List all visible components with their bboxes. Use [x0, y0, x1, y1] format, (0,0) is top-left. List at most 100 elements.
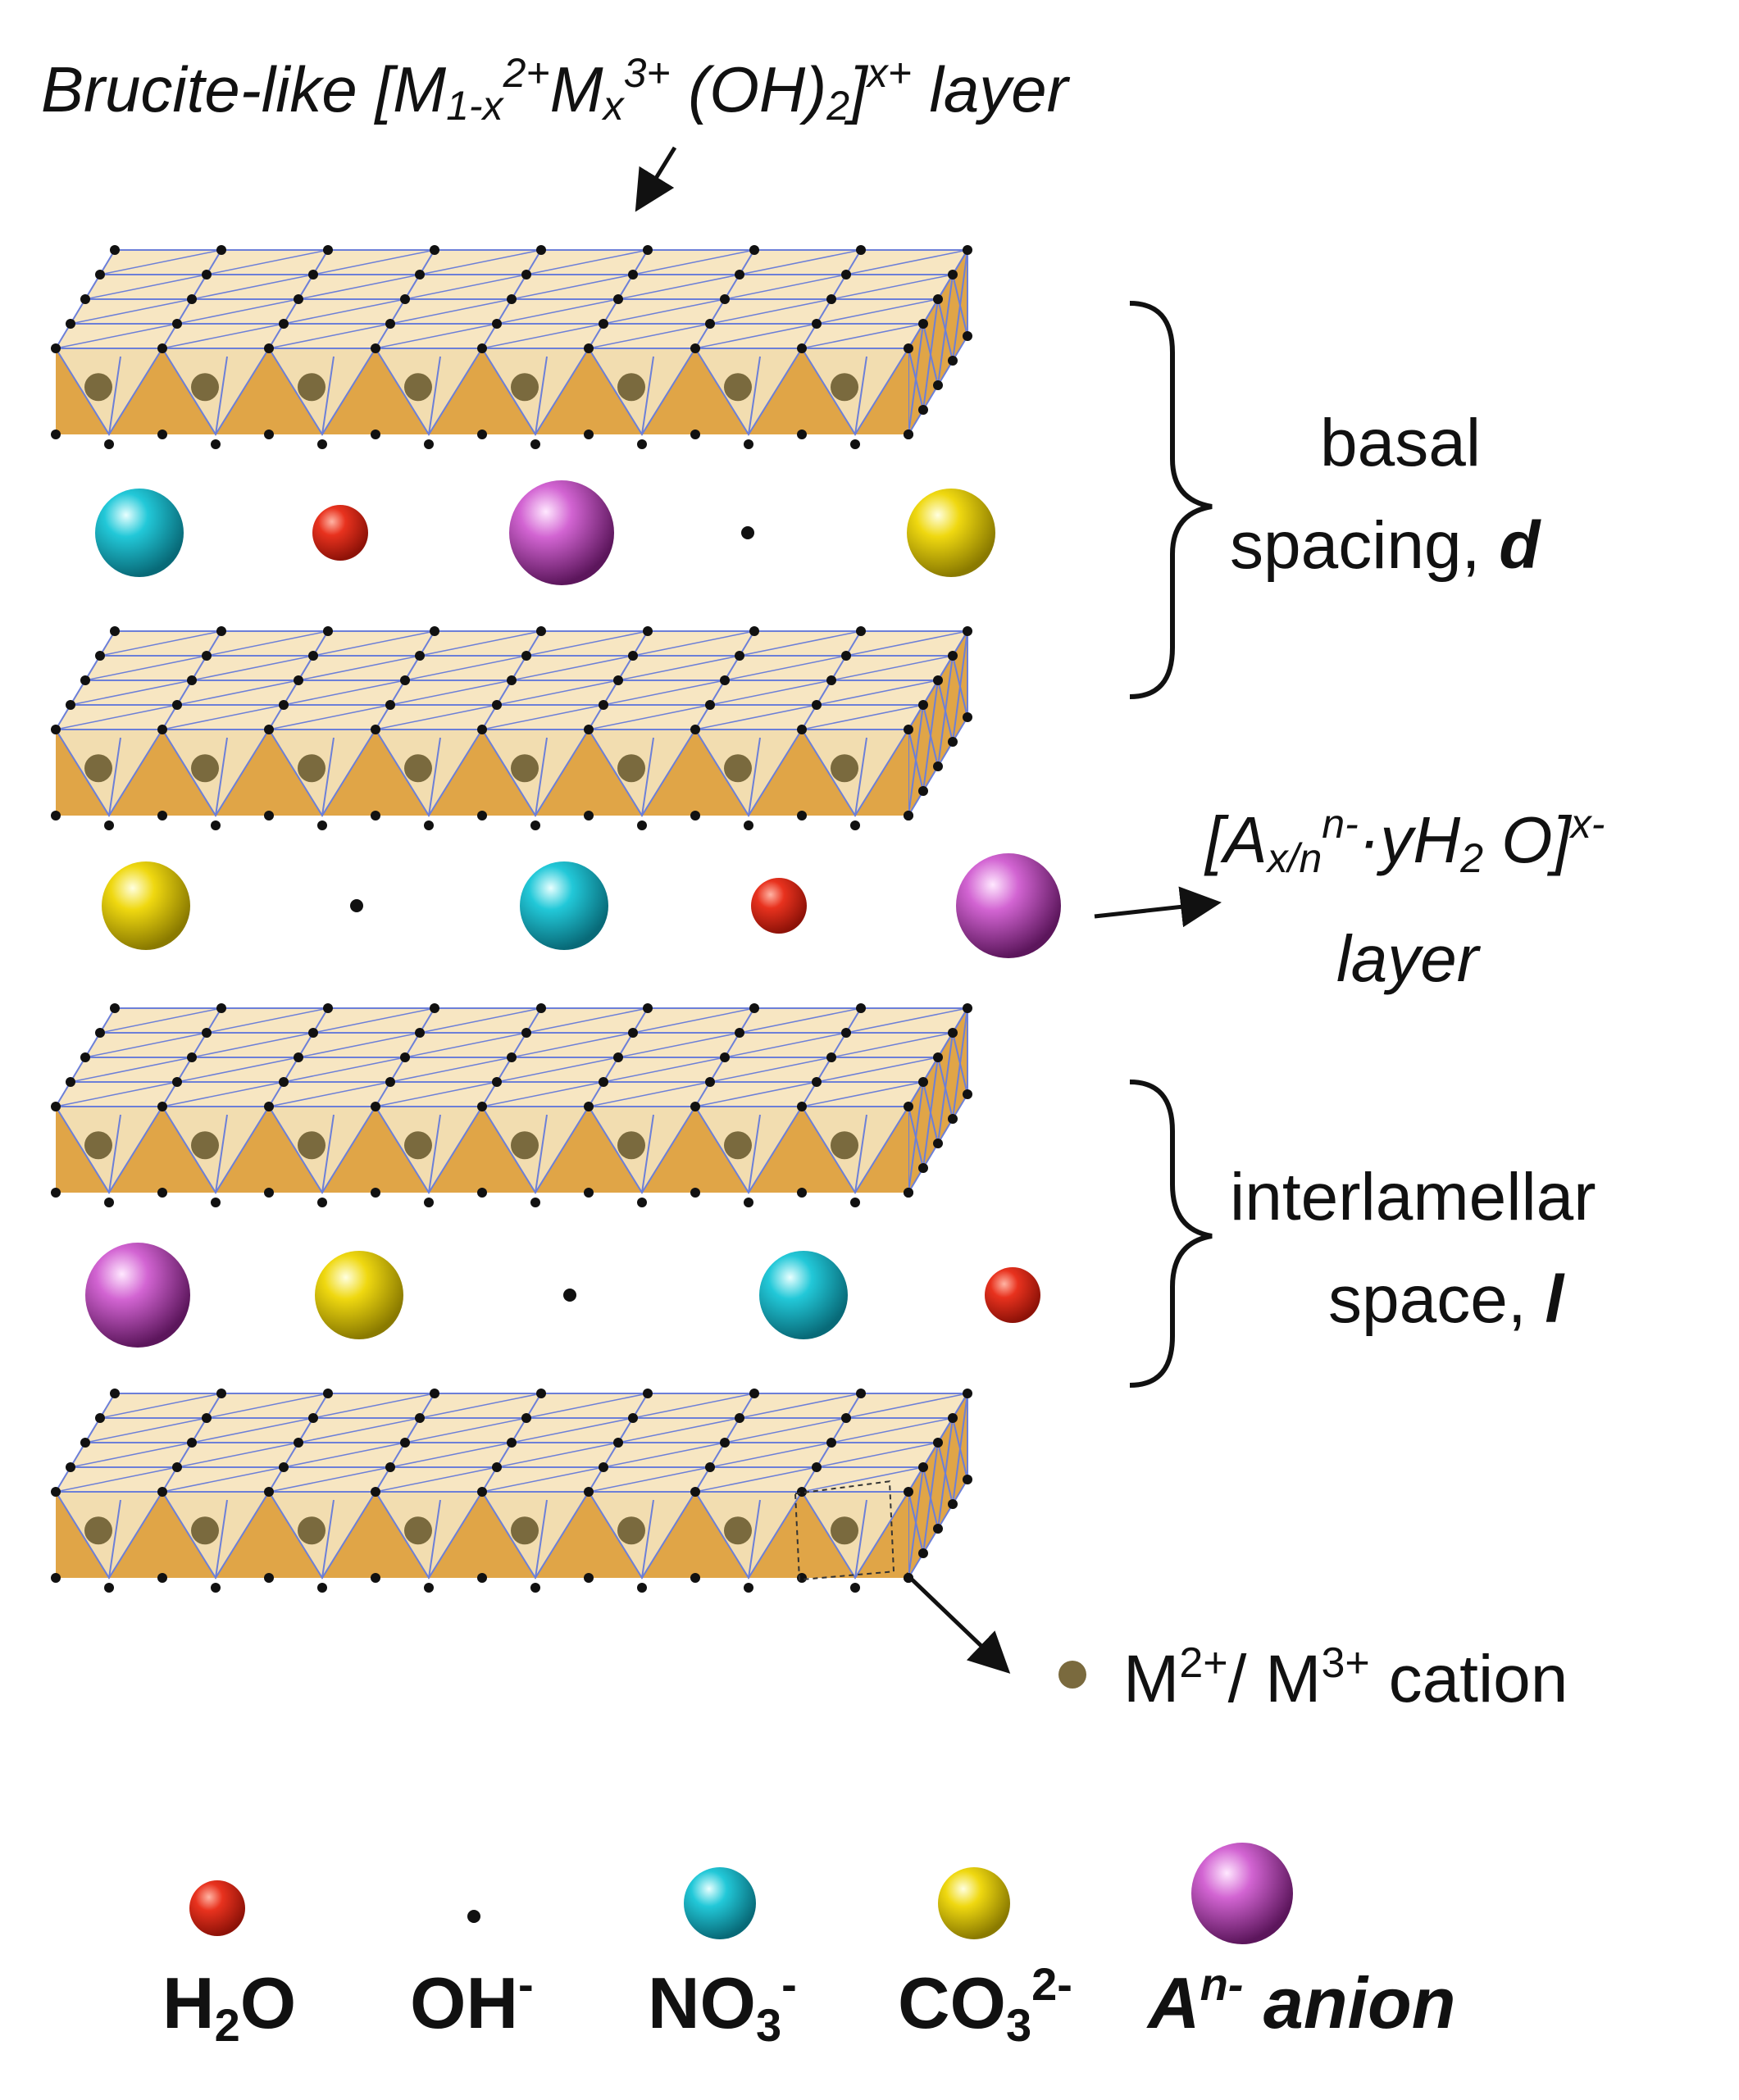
grid-diagonal	[831, 1417, 954, 1443]
hydroxyl-vertex	[735, 1413, 744, 1423]
grid-diagonal	[481, 1081, 604, 1107]
brucite-layer-2	[51, 626, 972, 830]
hydroxyl-vertex	[918, 405, 928, 415]
hydroxyl-vertex	[424, 1583, 434, 1593]
hydroxyl-vertex	[371, 725, 380, 734]
hydroxyl-vertex	[385, 319, 395, 329]
octahedron-edge	[641, 1114, 654, 1193]
hydroxyl-vertex	[371, 811, 380, 820]
hydroxyl-vertex	[826, 1438, 836, 1448]
brucite-layer-title: Brucite-like [M1-x2+Mx3+ (OH)2]x+ layer	[41, 50, 1068, 129]
hydroxyl-vertex	[264, 811, 274, 820]
cation-site	[404, 1131, 432, 1160]
hydroxyl-vertex	[104, 820, 114, 830]
h2o-sphere	[312, 505, 368, 561]
hydroxyl-vertex	[850, 1198, 860, 1207]
hydroxyl-vertex	[826, 294, 836, 304]
legend-anion-sphere	[1191, 1843, 1293, 1944]
grid-diagonal	[694, 1466, 817, 1493]
grid-diagonal	[724, 1032, 847, 1058]
hydroxyl-vertex	[521, 651, 531, 661]
grid-diagonal	[99, 1007, 222, 1034]
cation-site	[191, 1516, 219, 1545]
grid-diagonal	[496, 680, 619, 706]
grid-diagonal	[617, 1417, 740, 1443]
cation-site	[298, 1516, 325, 1545]
hydroxyl-vertex	[371, 1573, 380, 1583]
octahedron-edge	[215, 1114, 228, 1193]
grid-diagonal	[99, 1393, 222, 1419]
hydroxyl-vertex	[797, 725, 807, 734]
hydroxyl-vertex	[492, 1077, 502, 1087]
hydroxyl-vertex	[933, 675, 943, 685]
hydroxyl-vertex	[628, 651, 638, 661]
hydroxyl-vertex	[797, 430, 807, 439]
grid-diagonal	[739, 1393, 862, 1419]
no3-sphere	[520, 861, 608, 950]
anion-layer-label: layer	[1336, 922, 1479, 995]
hydroxyl-vertex	[317, 1583, 327, 1593]
octahedron-edge	[535, 1114, 548, 1193]
grid-diagonal	[389, 298, 512, 325]
hydroxyl-vertex	[850, 439, 860, 449]
grid-diagonal	[404, 274, 527, 300]
brucite-layers	[51, 245, 972, 1593]
hydroxyl-vertex	[850, 1583, 860, 1593]
hydroxyl-vertex	[415, 651, 425, 661]
hydroxyl-vertex	[80, 1438, 90, 1448]
hydroxyl-vertex	[904, 725, 913, 734]
hydroxyl-vertex	[628, 270, 638, 280]
hydroxyl-vertex	[918, 1077, 928, 1087]
grid-diagonal	[84, 655, 207, 681]
hydroxyl-vertex	[643, 626, 653, 636]
grid-diagonal	[617, 274, 740, 300]
hydroxyl-vertex	[963, 1089, 972, 1099]
hydroxyl-vertex	[51, 725, 61, 734]
grid-diagonal	[55, 704, 178, 730]
hydroxyl-vertex	[371, 1487, 380, 1497]
grid-diagonal	[375, 323, 498, 349]
hydroxyl-vertex	[904, 811, 913, 820]
oh-ion	[563, 1289, 576, 1302]
cation-site	[404, 754, 432, 783]
cation-site	[724, 754, 752, 783]
grid-diagonal	[419, 630, 542, 657]
grid-diagonal	[526, 249, 649, 275]
grid-diagonal	[511, 655, 634, 681]
interlamellar-label-line1: interlamellar	[1230, 1160, 1596, 1234]
hydroxyl-vertex	[797, 811, 807, 820]
octahedron-edge	[641, 356, 654, 435]
hydroxyl-vertex	[211, 820, 221, 830]
grid-diagonal	[632, 1007, 755, 1034]
hydroxyl-vertex	[628, 1028, 638, 1038]
hydroxyl-vertex	[744, 820, 753, 830]
hydroxyl-vertex	[264, 1188, 274, 1198]
hydroxyl-vertex	[385, 700, 395, 710]
hydroxyl-vertex	[400, 675, 410, 685]
cation-site	[84, 1131, 112, 1160]
hydroxyl-vertex	[933, 1438, 943, 1448]
grid-diagonal	[526, 630, 649, 657]
side-edge	[922, 298, 939, 411]
cation-site	[831, 754, 858, 783]
hydroxyl-vertex	[643, 1389, 653, 1398]
grid-diagonal	[283, 680, 406, 706]
hydroxyl-vertex	[66, 1462, 75, 1472]
octahedron-edge	[321, 737, 335, 816]
hydroxyl-vertex	[308, 1028, 318, 1038]
hydroxyl-vertex	[599, 1077, 608, 1087]
hydroxyl-vertex	[599, 1462, 608, 1472]
hydroxyl-vertex	[51, 1188, 61, 1198]
grid-diagonal	[724, 274, 847, 300]
hydroxyl-vertex	[690, 725, 700, 734]
hydroxyl-vertex	[264, 1573, 274, 1583]
hydroxyl-vertex	[720, 1438, 730, 1448]
cation-site	[191, 1131, 219, 1160]
hydroxyl-vertex	[599, 319, 608, 329]
grid-diagonal	[511, 274, 634, 300]
cation-site	[617, 1131, 645, 1160]
cation-legend-dot	[1058, 1661, 1086, 1689]
grid-diagonal	[603, 680, 726, 706]
hydroxyl-vertex	[705, 1462, 715, 1472]
hydroxyl-vertex	[690, 1102, 700, 1111]
